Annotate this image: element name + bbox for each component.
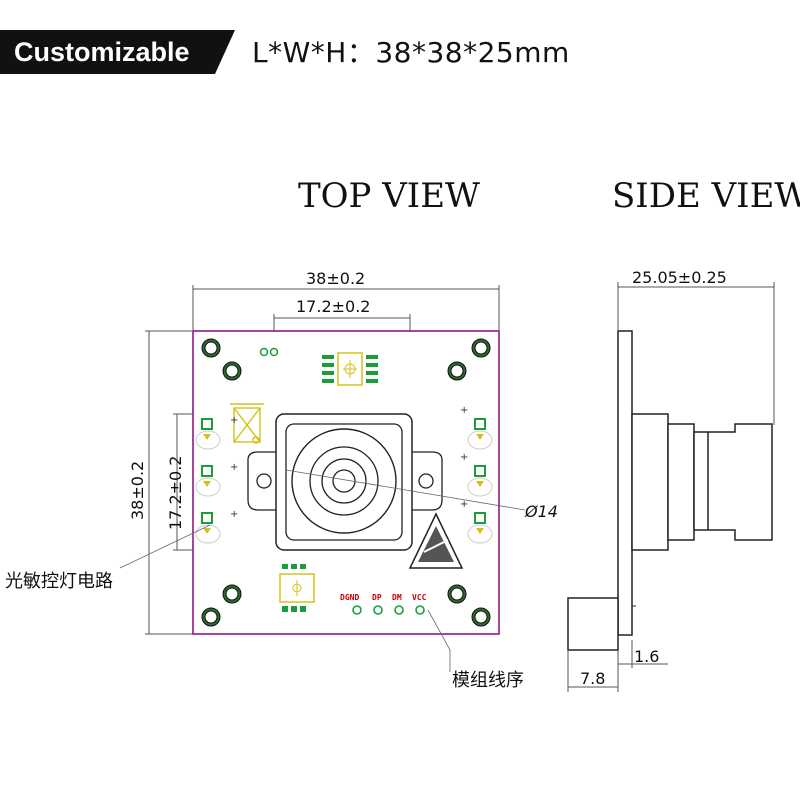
dimensions-text: L*W*H：38*38*25mm (252, 36, 570, 69)
connector-height-dimension: 7.8 (567, 650, 619, 692)
side-profile (567, 330, 773, 651)
left-led-column: + + + (195, 415, 238, 544)
top-chip (322, 352, 378, 386)
customizable-badge: Customizable (0, 30, 235, 74)
connector-thickness-label: 1.6 (634, 647, 659, 666)
connector-height-label: 7.8 (580, 669, 605, 688)
svg-text:+: + (230, 509, 238, 520)
light-sensor-circuit-label: 光敏控灯电路 (5, 571, 113, 592)
module-wiring-label: 模组线序 (452, 670, 524, 691)
lens-holder (247, 413, 443, 551)
lens-width-label: 17.2±0.2 (296, 297, 370, 316)
board-width-dimension: 38±0.2 (192, 269, 500, 330)
badge-label: Customizable (14, 37, 190, 67)
board-width-label: 38±0.2 (306, 269, 365, 288)
connector-pins: DGND DP DM VCC (340, 593, 427, 615)
pin-label-dm: DM (392, 593, 402, 602)
svg-text:+: + (460, 499, 468, 510)
pcb-board (192, 330, 500, 635)
light-sensor-component (230, 403, 264, 444)
side-depth-label: 25.05±0.25 (632, 268, 727, 287)
side-depth-dimension: 25.05±0.25 (617, 268, 775, 425)
pin-label-dp: DP (372, 593, 382, 602)
svg-text:+: + (460, 405, 468, 416)
pin-label-dgnd: DGND (340, 593, 359, 602)
bottom-chip (279, 564, 315, 612)
module-wiring-annotation: 模组线序 (427, 609, 524, 691)
side-view-title: SIDE VIEW (612, 176, 800, 216)
lens-height-label: 17.2±0.2 (166, 456, 185, 530)
board-height-label: 38±0.2 (128, 461, 147, 520)
connector-thickness-dimension: 1.6 (617, 640, 668, 668)
light-sensor-annotation: 光敏控灯电路 (5, 524, 211, 592)
svg-text:+: + (460, 452, 468, 463)
lens-diameter-dimension: Ø14 (285, 469, 558, 521)
board-height-dimension: 38±0.2 (128, 330, 193, 635)
pin-label-vcc: VCC (412, 593, 427, 602)
mounting-holes (201, 338, 491, 627)
svg-text:+: + (230, 462, 238, 473)
lens-diameter-label: Ø14 (524, 502, 558, 521)
right-led-column: + + + (460, 405, 493, 544)
svg-text:+: + (230, 415, 238, 426)
top-view-title: TOP VIEW (298, 176, 480, 216)
esd-warning-symbol (408, 512, 464, 569)
